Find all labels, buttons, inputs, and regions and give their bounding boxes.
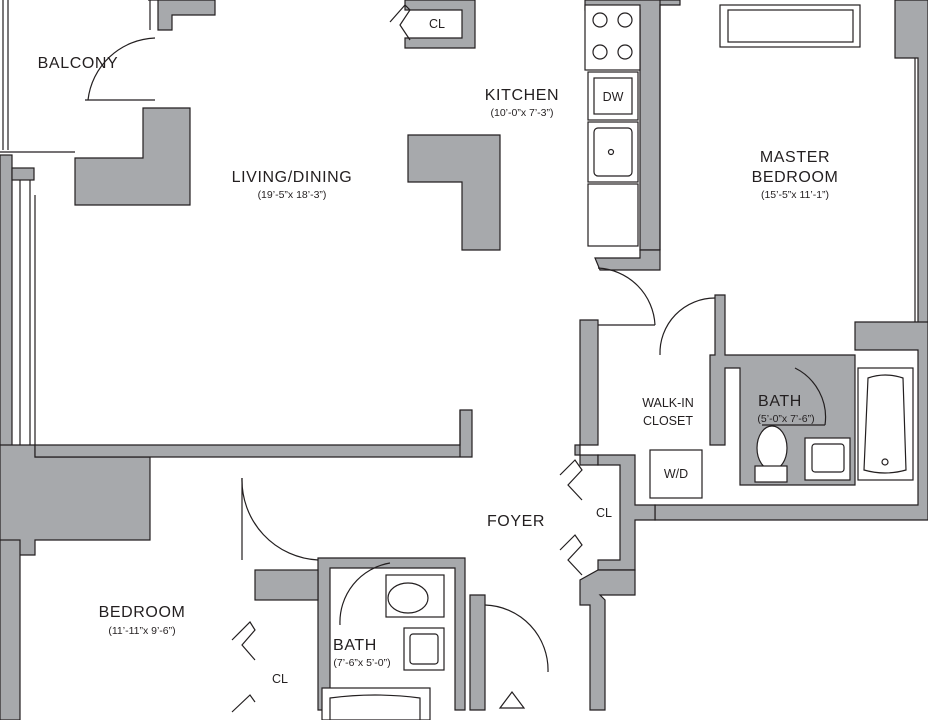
washer-dryer-box <box>649 449 703 499</box>
room-labels: BALCONY LIVING/DINING (19’-5”x 18’-3”) K… <box>38 55 839 669</box>
bedroom-dims: (11’-11”x 9’-6”) <box>108 625 175 637</box>
living-dining-label: LIVING/DINING <box>232 169 353 186</box>
master-bedroom-label-2: BEDROOM <box>752 169 839 186</box>
doors <box>85 4 827 713</box>
foyer-label: FOYER <box>487 513 545 530</box>
walk-in-closet-label-2: CLOSET <box>643 414 693 428</box>
kitchen-label: KITCHEN <box>485 87 559 104</box>
dishwasher-box <box>593 77 633 115</box>
bedroom-label: BEDROOM <box>99 604 186 621</box>
kitchen-dims: (10’-0”x 7’-3”) <box>490 107 553 119</box>
master-bedroom-label-1: MASTER <box>760 149 830 166</box>
bath2-dims: (7’-6”x 5’-0”) <box>333 657 390 669</box>
master-bath-dims: (5’-0”x 7’-6”) <box>757 413 814 425</box>
living-dining-dims: (19’-5”x 18’-3”) <box>258 189 327 201</box>
kitchen-fixtures <box>584 4 641 247</box>
washer-dryer-label: W/D <box>664 467 688 481</box>
master-bedroom-dims: (15’-5”x 11’-1”) <box>761 189 829 201</box>
closet-bedroom-label: CL <box>272 672 288 686</box>
dishwasher-label: DW <box>603 90 624 104</box>
master-bath-label: BATH <box>758 393 802 410</box>
fixture-labels: CL CL CL DW W/D <box>272 17 688 686</box>
window-lines <box>0 0 916 457</box>
bath2-fixtures <box>321 574 526 720</box>
master-bath-fixtures <box>649 367 914 499</box>
walk-in-closet-label-1: WALK-IN <box>642 396 694 410</box>
closet-foyer-label: CL <box>596 506 612 520</box>
balcony-label: BALCONY <box>38 55 119 72</box>
bath2-label: BATH <box>333 637 377 654</box>
closet-top-label: CL <box>429 17 445 31</box>
